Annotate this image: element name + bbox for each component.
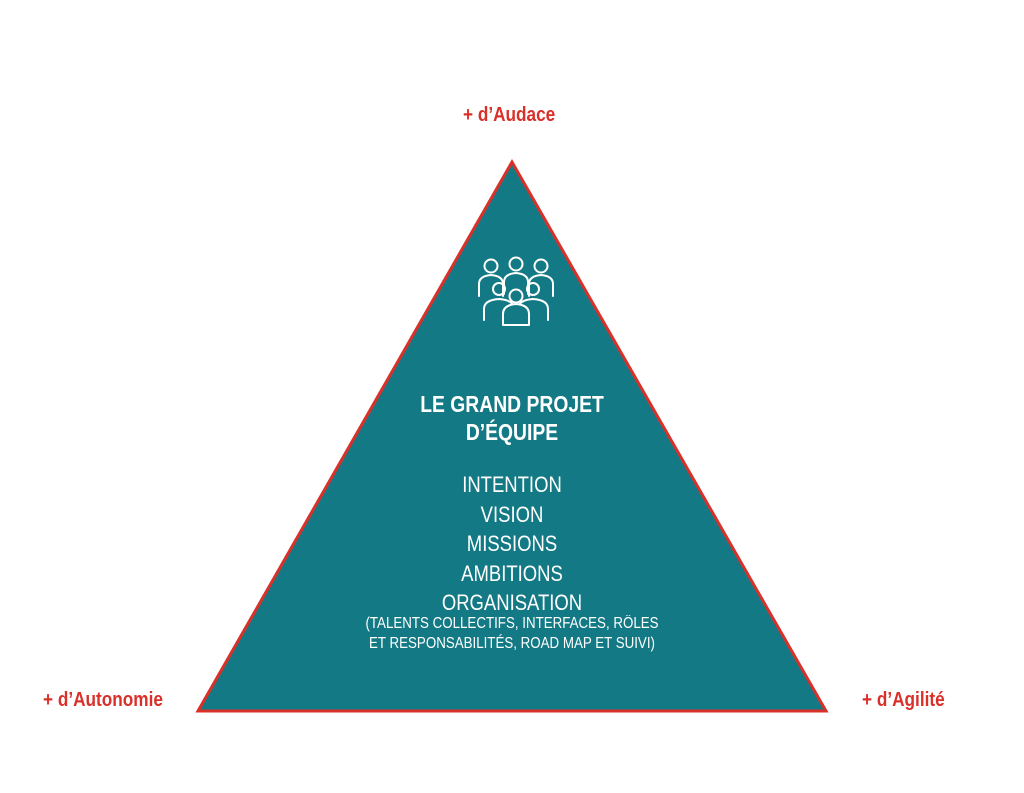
organisation-detail: (TALENTS COLLECTIFS, INTERFACES, RÔLES E… bbox=[340, 614, 684, 654]
label-agilite: + d’Agilité bbox=[862, 689, 945, 711]
pyramid-triangle bbox=[195, 158, 829, 713]
item-intention: INTENTION bbox=[462, 472, 562, 497]
team-group-icon bbox=[478, 256, 554, 326]
item-missions: MISSIONS bbox=[466, 531, 558, 556]
label-autonomie: + d’Autonomie bbox=[43, 689, 163, 711]
pyramid-title: LE GRAND PROJET D’ÉQUIPE bbox=[344, 390, 680, 446]
detail-line-2: ET RESPONSABILITÉS, ROAD MAP ET SUIVI) bbox=[369, 635, 655, 652]
item-ambitions: AMBITIONS bbox=[461, 560, 563, 586]
item-vision: VISION bbox=[480, 501, 544, 527]
pyramid-items: INTENTION VISION MISSIONS AMBITIONS ORGA… bbox=[344, 470, 680, 618]
detail-line-1: (TALENTS COLLECTIFS, INTERFACES, RÔLES bbox=[365, 615, 659, 632]
label-audace: + d’Audace bbox=[463, 104, 556, 126]
title-line-2: D’ÉQUIPE bbox=[465, 419, 559, 445]
item-organisation: ORGANISATION bbox=[441, 590, 583, 615]
title-line-1: LE GRAND PROJET bbox=[420, 391, 604, 417]
